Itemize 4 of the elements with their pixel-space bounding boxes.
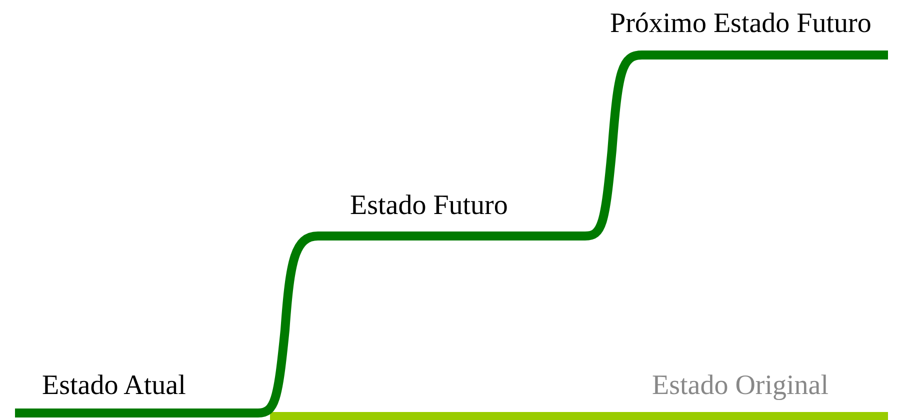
stage-label: Estado Original [652,370,829,402]
stage-label: Próximo Estado Futuro [610,8,872,40]
stage-label: Estado Futuro [350,190,508,222]
stage-label: Estado Atual [42,370,186,402]
